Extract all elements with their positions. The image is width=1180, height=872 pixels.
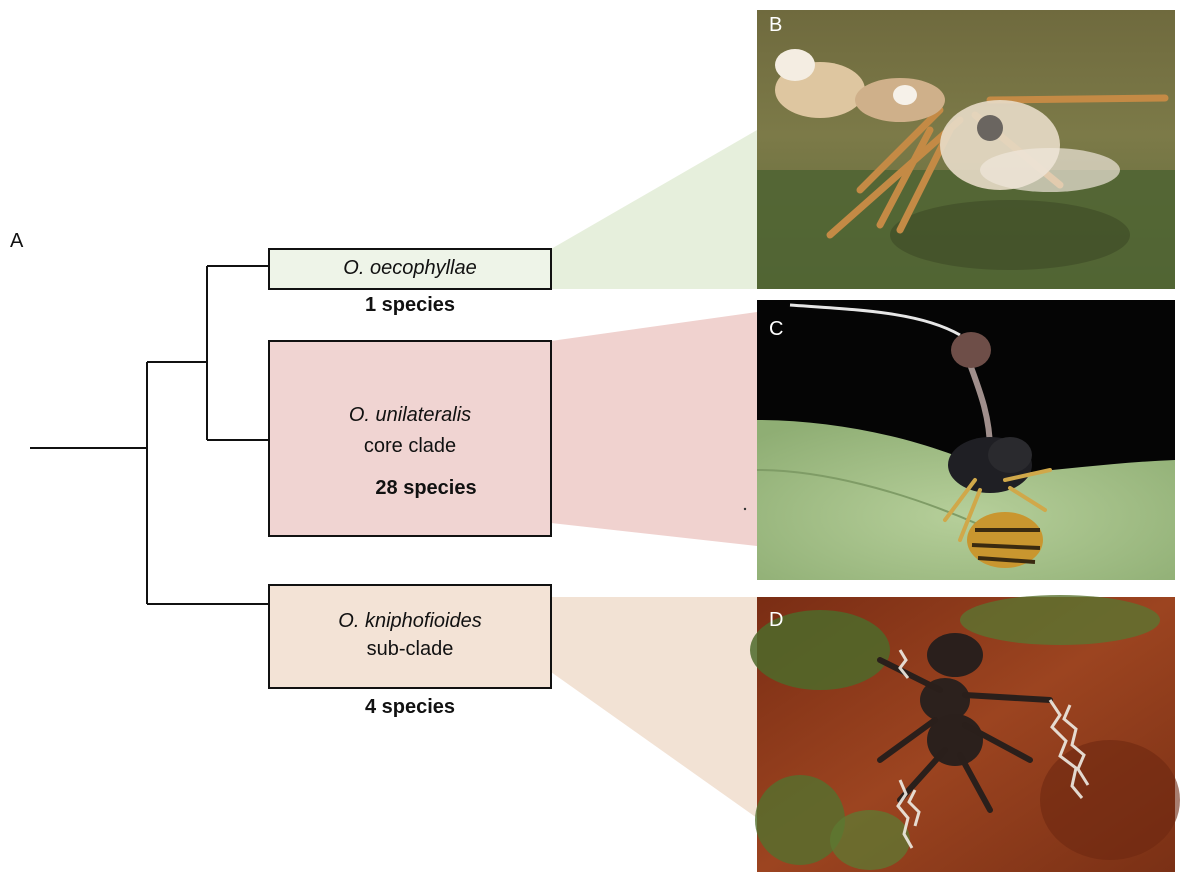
species-count-kniphofioides: 4 species xyxy=(269,694,551,720)
fan-unilateralis xyxy=(551,312,757,546)
photo-b-oecophyllae-ant xyxy=(757,10,1175,289)
species-count-unilateralis: 28 species xyxy=(285,475,567,501)
clade-name-oecophyllae: O. oecophyllae xyxy=(269,255,551,281)
stray-dot xyxy=(744,508,746,510)
panel-label-b: B xyxy=(769,14,782,37)
fan-kniphofioides xyxy=(551,597,757,818)
panel-label-a: A xyxy=(10,230,23,253)
fan-oecophyllae xyxy=(551,130,757,289)
clade-subtitle-unilateralis: core clade xyxy=(269,433,551,459)
panel-label-c: C xyxy=(769,318,783,341)
clade-subtitle-kniphofioides: sub-clade xyxy=(269,636,551,662)
species-count-oecophyllae: 1 species xyxy=(269,292,551,318)
photo-c-unilateralis-ant xyxy=(757,300,1175,580)
panel-label-d: D xyxy=(769,609,783,632)
phylogenetic-tree xyxy=(30,266,269,604)
clade-name-kniphofioides: O. kniphofioides xyxy=(269,608,551,634)
clade-name-unilateralis: O. unilateralis xyxy=(269,402,551,428)
photo-d-kniphofioides-ant xyxy=(750,595,1180,872)
